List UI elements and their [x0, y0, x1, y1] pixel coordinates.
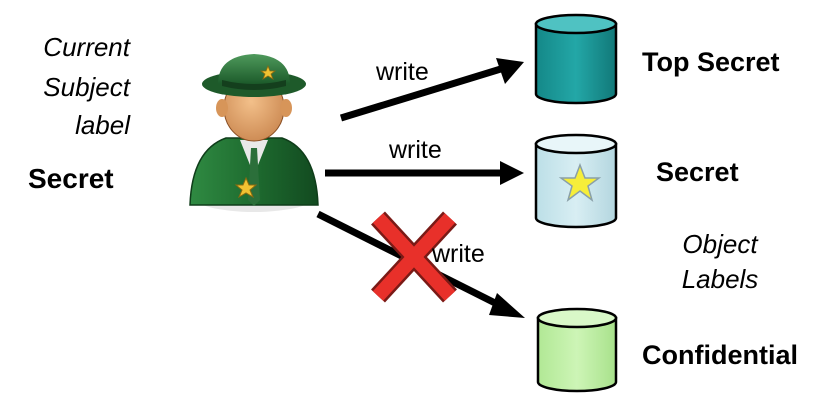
arrow-label-confidential: write	[432, 240, 485, 268]
red-x-icon	[371, 211, 457, 303]
subject-caption-line-1: Current	[43, 32, 130, 62]
database-cylinder-confidential-icon	[536, 307, 618, 393]
object-label-secret: Secret	[656, 157, 739, 187]
write-arrow-secret	[325, 161, 524, 185]
database-cylinder-secret-icon	[534, 133, 618, 229]
arrow-label-secret: write	[389, 136, 442, 164]
subject-level-label: Secret	[28, 163, 114, 194]
arrow-label-top-secret: write	[376, 58, 429, 86]
star-icon	[558, 162, 602, 202]
object-label-top-secret: Top Secret	[642, 47, 780, 77]
sheriff-avatar-icon	[189, 54, 319, 212]
badge-star-icon	[234, 176, 258, 199]
object-label-confidential: Confidential	[642, 340, 798, 370]
subject-caption-line-2: Subject	[43, 72, 130, 102]
database-cylinder-top-secret-icon	[534, 13, 618, 105]
objects-caption-line-2: Labels	[681, 264, 759, 294]
write-arrow-top-secret	[339, 58, 524, 122]
subject-caption-line-3: label	[75, 110, 130, 140]
objects-caption-line-1: Object	[682, 229, 758, 259]
